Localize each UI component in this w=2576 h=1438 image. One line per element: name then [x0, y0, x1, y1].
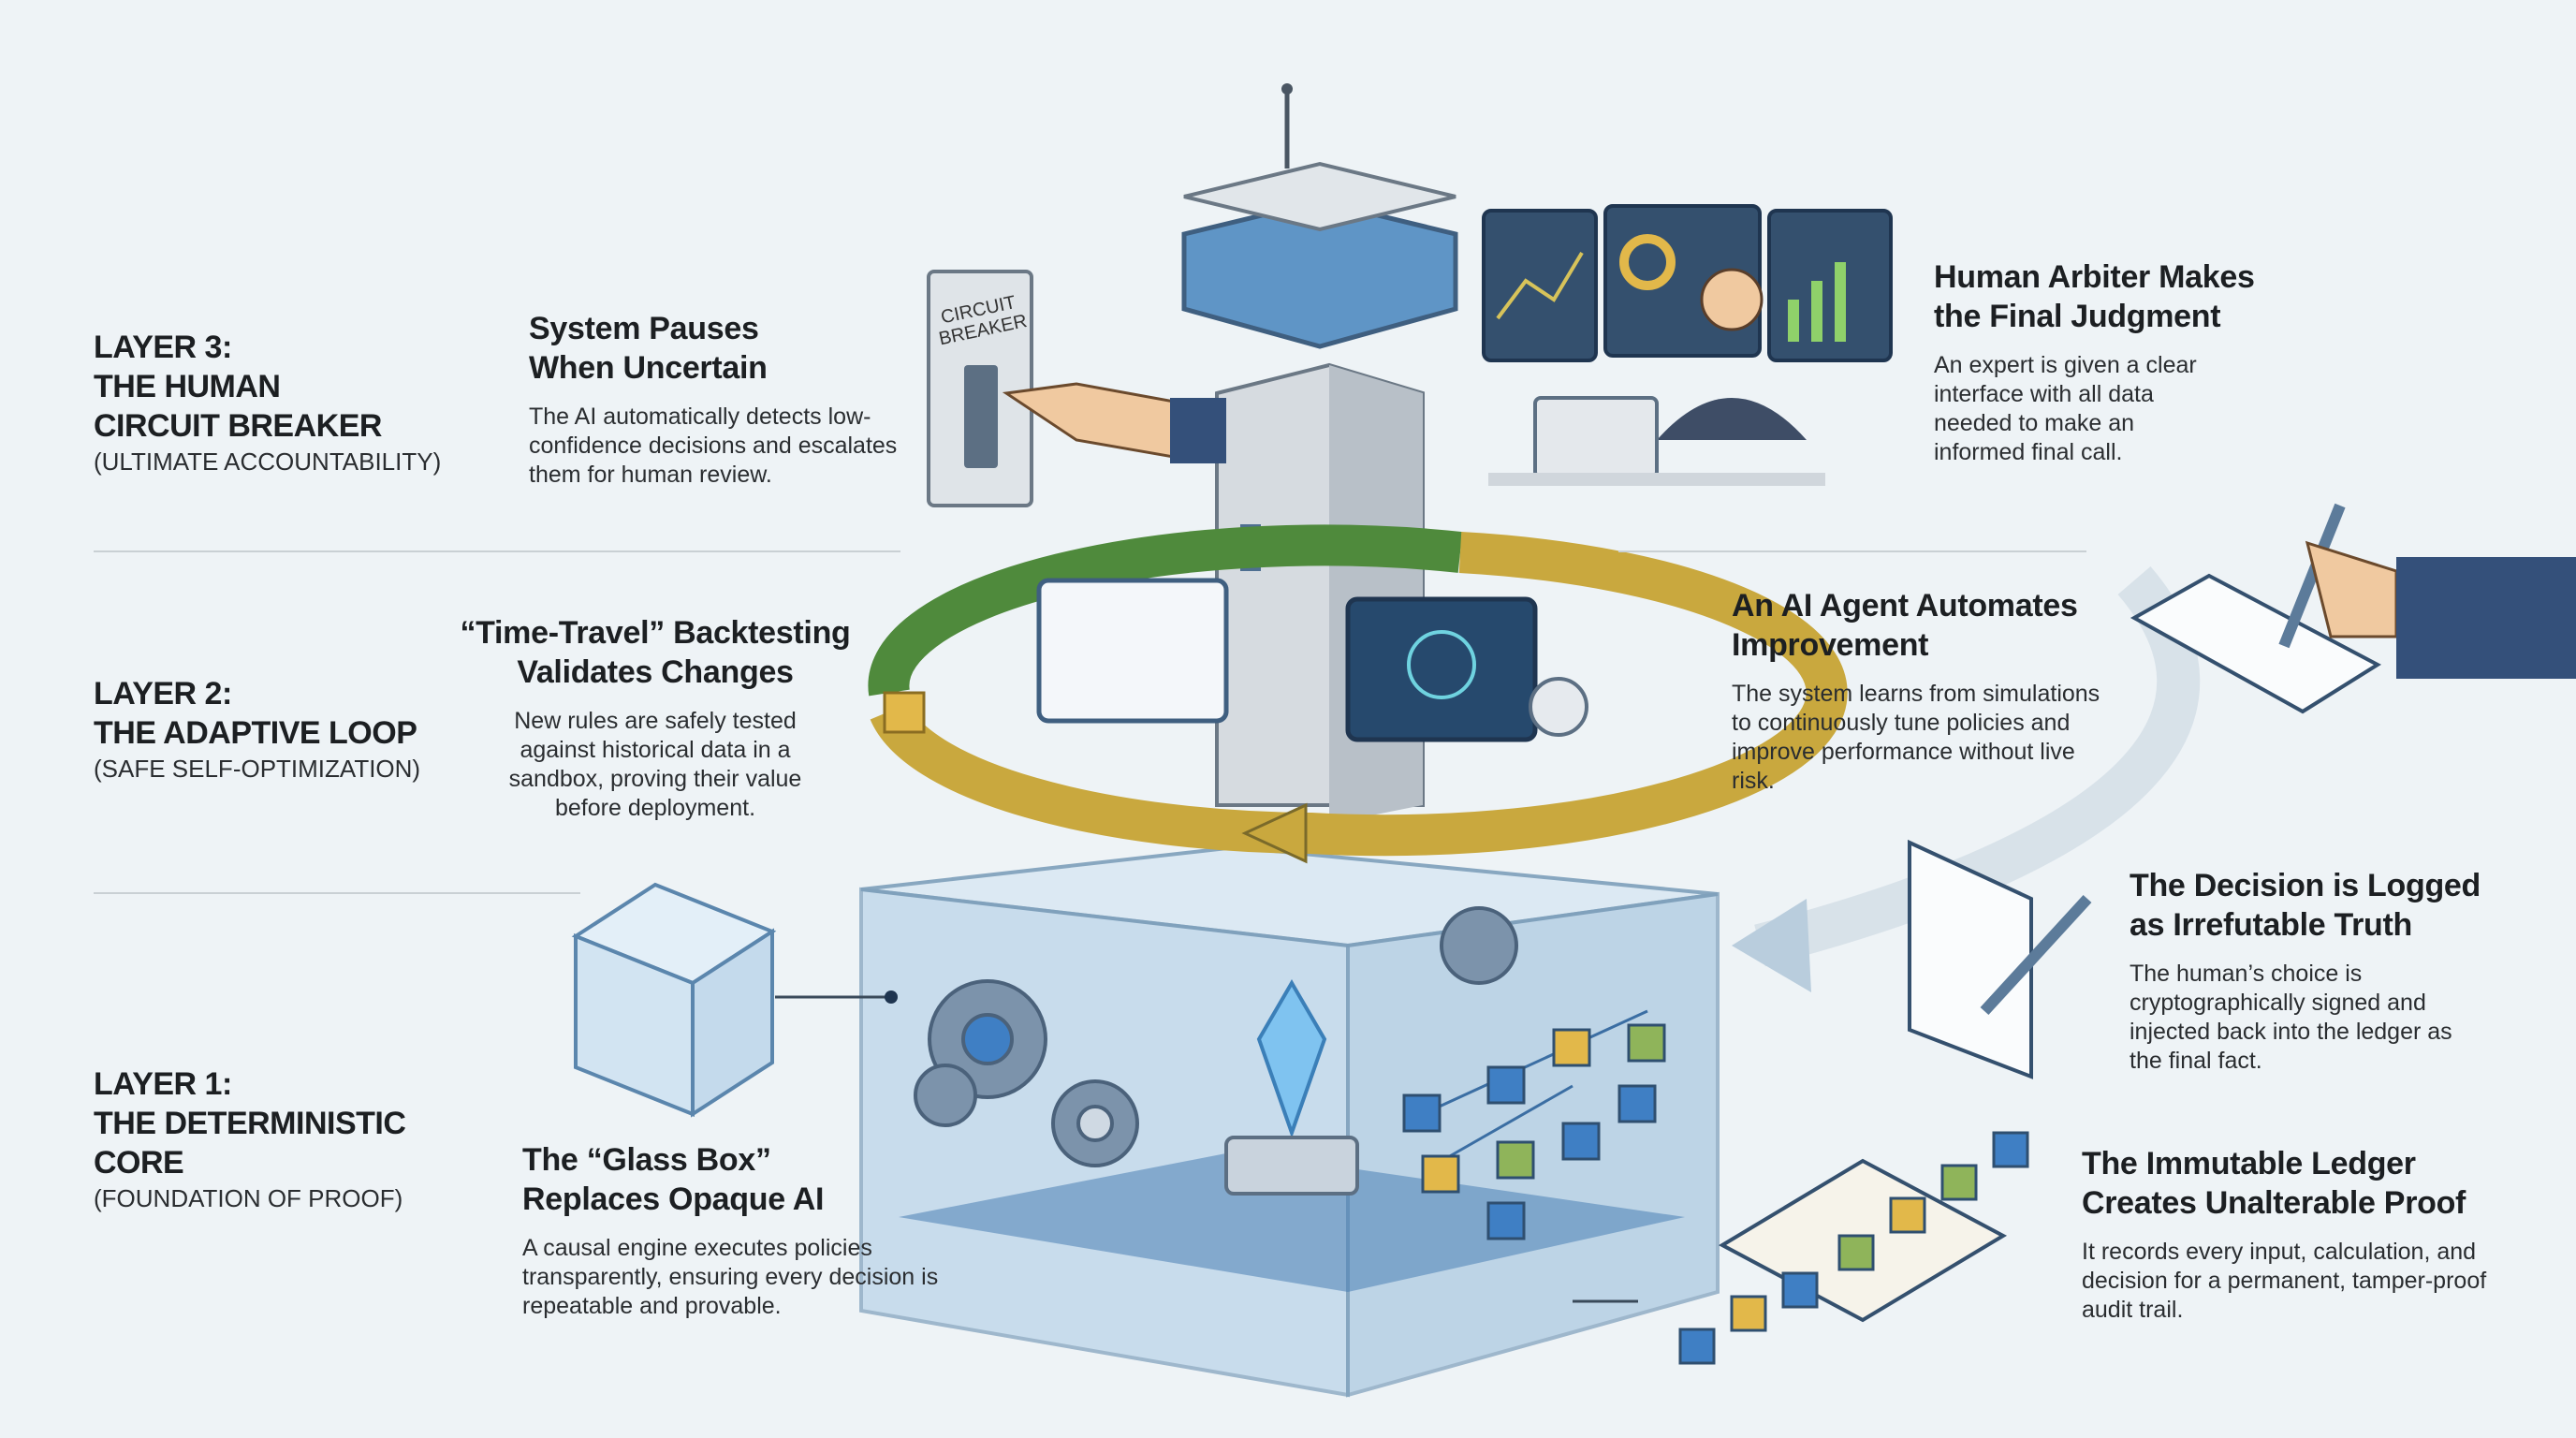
callout-title: “Time-Travel” Backtesting Validates Chan… [460, 615, 851, 690]
callout-body: It records every input, calculation, and… [2082, 1239, 2487, 1323]
node-network [1402, 1009, 1666, 1240]
layer-3-title-line: THE HUMAN [94, 369, 281, 404]
callout-body: New rules are safely tested against hist… [508, 708, 802, 821]
layer-2-label: LAYER 2: THE ADAPTIVE LOOP (SAFE SELF-OP… [94, 674, 420, 785]
callout-title: System Pauses When Uncertain [529, 311, 768, 386]
layer-1-label: LAYER 1: THE DETERMINISTIC CORE (FOUNDAT… [94, 1064, 406, 1214]
glass-cube-icon [571, 882, 777, 1118]
brain-icon [1407, 630, 1476, 699]
layer-1-title-line: THE DETERMINISTIC [94, 1106, 406, 1141]
callout-title: An AI Agent Automates Improvement [1732, 588, 2078, 663]
layer-3-label: LAYER 3: THE HUMAN CIRCUIT BREAKER (ULTI… [94, 328, 441, 477]
callout-decision-logged: The Decision is Logged as Irrefutable Tr… [2130, 866, 2523, 1076]
callout-title: The “Glass Box” Replaces Opaque AI [522, 1142, 825, 1217]
callout-ai-agent: An AI Agent Automates Improvement The sy… [1732, 586, 2115, 796]
crystal-icon [1256, 979, 1327, 1139]
callout-body: An expert is given a clear interface wit… [1934, 352, 2197, 465]
callout-body: The human’s choice is cryptographically … [2130, 961, 2452, 1074]
connector-dot [885, 990, 898, 1004]
layer-3-title-line: CIRCUIT BREAKER [94, 408, 382, 444]
divider-layer3-layer2 [94, 550, 900, 552]
arm-sleeve [1170, 398, 1226, 463]
callout-human-arbiter: Human Arbiter Makes the Final Judgment A… [1934, 257, 2308, 467]
data-block-icon [883, 691, 926, 734]
adaptive-loop-ring [868, 524, 1848, 864]
callout-body: The system learns from simulations to co… [1732, 681, 2100, 794]
divider-right-top [1618, 550, 2086, 552]
ledger-book-icon [1678, 1131, 2029, 1365]
layer-1-title-line: LAYER 1: [94, 1066, 232, 1102]
layer-2-subtitle: (SAFE SELF-OPTIMIZATION) [94, 755, 421, 783]
callout-title: The Immutable Ledger Creates Unalterable… [2082, 1146, 2466, 1221]
chip-icon [1224, 1136, 1359, 1196]
layer-2-title-line: THE ADAPTIVE LOOP [94, 715, 417, 751]
backtesting-screen [1036, 578, 1229, 724]
human-arbiter-figure [1488, 268, 1825, 486]
layer-2-title-line: LAYER 2: [94, 676, 232, 712]
layer-1-title-line: CORE [94, 1145, 184, 1181]
layer-3-subtitle: (ULTIMATE ACCOUNTABILITY) [94, 448, 442, 476]
callout-system-pauses: System Pauses When Uncertain The AI auto… [529, 309, 931, 490]
callout-backtesting: “Time-Travel” Backtesting Validates Chan… [440, 613, 871, 823]
feedback-arrowhead [1732, 899, 1811, 992]
signed-document-icon [1908, 839, 2092, 1079]
callout-title: The Decision is Logged as Irrefutable Tr… [2130, 868, 2481, 943]
layer-3-title-line: LAYER 3: [94, 330, 232, 365]
ai-brain-screen [1345, 596, 1538, 742]
callout-glass-box: The “Glass Box” Replaces Opaque AI A cau… [522, 1140, 981, 1321]
layer-1-subtitle: (FOUNDATION OF PROOF) [94, 1184, 403, 1212]
gears-icon [914, 906, 1518, 1167]
monitor-array [1482, 204, 1893, 362]
robot-icon [1529, 677, 1588, 737]
callout-title: Human Arbiter Makes the Final Judgment [1934, 259, 2255, 334]
callout-body: The AI automatically detects low-confide… [529, 404, 898, 488]
divider-layer2-layer1 [94, 892, 580, 894]
callout-body: A causal engine executes policies transp… [522, 1235, 939, 1319]
signing-hand-icon [2130, 503, 2576, 714]
callout-ledger: The Immutable Ledger Creates Unalterable… [2082, 1144, 2522, 1325]
